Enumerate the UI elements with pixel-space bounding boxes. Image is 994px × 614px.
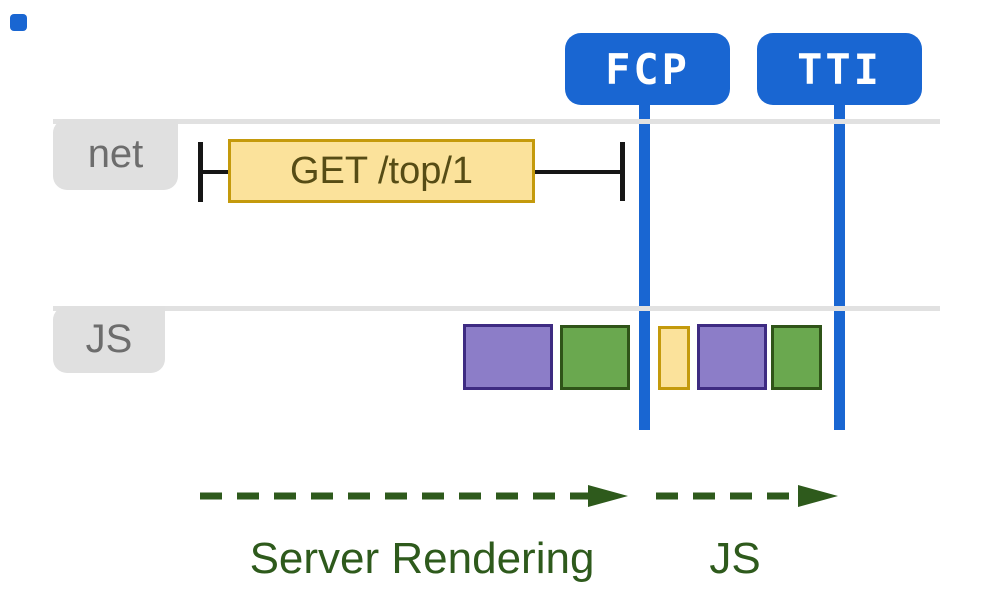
network-request-bar: GET /top/1 xyxy=(228,139,535,203)
request-connector-right xyxy=(535,170,624,174)
js-task-green xyxy=(560,325,630,390)
js-phase-label: JS xyxy=(709,534,761,583)
js-lane-tab: JS xyxy=(53,306,165,373)
tti-badge-label: TTI xyxy=(797,44,882,94)
fcp-marker-line xyxy=(639,103,650,430)
js-task-purple xyxy=(697,324,767,390)
net-lane-label: net xyxy=(87,132,144,176)
request-start-tick xyxy=(198,142,203,202)
request-connector-left xyxy=(198,170,231,174)
server-rendering-arrow xyxy=(200,485,628,507)
tti-badge: TTI xyxy=(757,33,922,105)
js-timeline xyxy=(53,306,940,311)
fcp-badge-label: FCP xyxy=(605,44,690,94)
request-end-tick xyxy=(620,142,625,201)
js-task-yellow xyxy=(658,326,690,390)
js-task-purple xyxy=(463,324,553,390)
net-timeline xyxy=(53,119,940,124)
fcp-badge: FCP xyxy=(565,33,730,105)
js-phase-arrow xyxy=(656,485,838,507)
js-task-green xyxy=(771,325,822,390)
network-request-label: GET /top/1 xyxy=(289,149,474,192)
server-rendering-phase-label: Server Rendering xyxy=(249,534,595,583)
net-lane-tab: net xyxy=(53,119,178,190)
tti-marker-line xyxy=(834,103,845,430)
corner-badge-fragment xyxy=(10,14,27,31)
js-lane-label: JS xyxy=(85,317,133,361)
